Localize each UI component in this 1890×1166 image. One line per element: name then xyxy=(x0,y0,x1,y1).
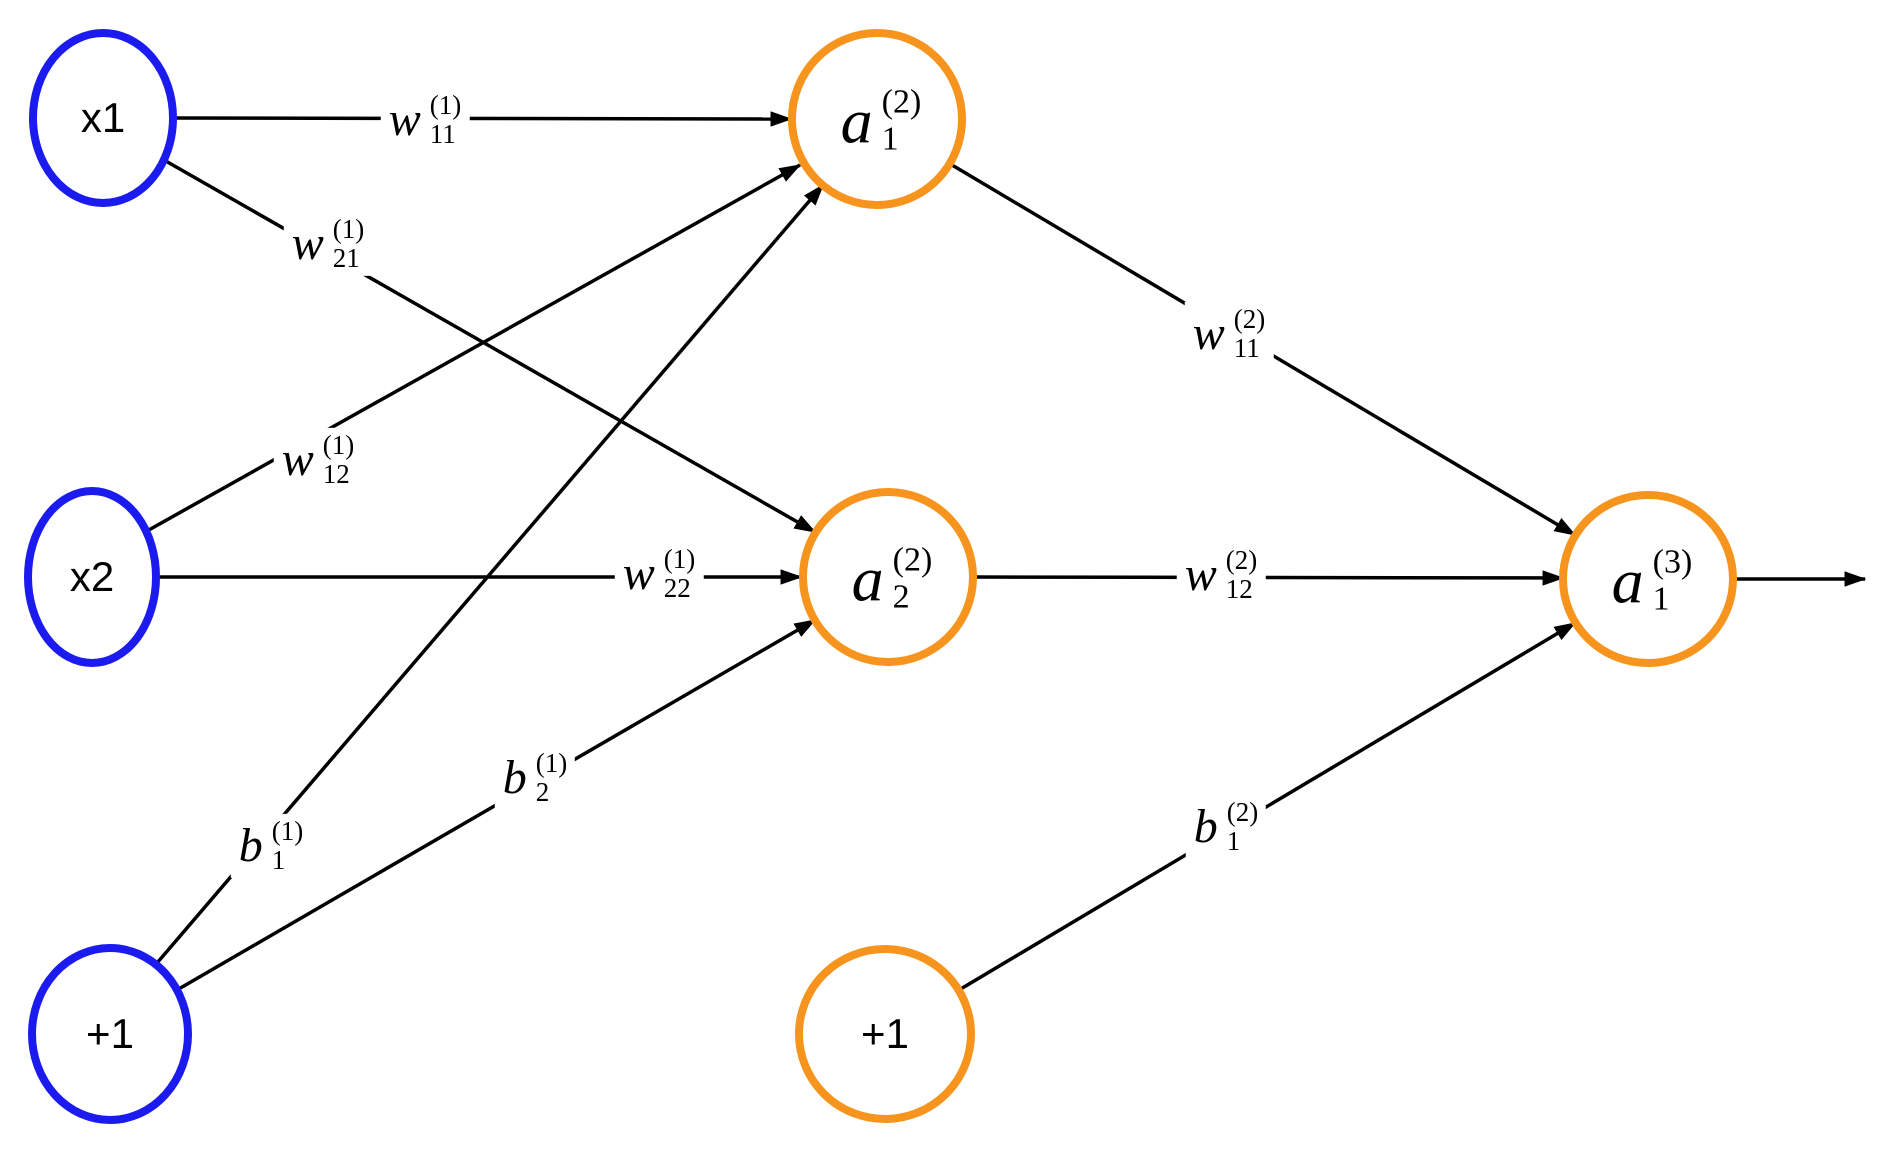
math-script-stack: (1)21 xyxy=(332,213,365,273)
math-subscript: 1 xyxy=(1226,826,1241,856)
math-subscript: 1 xyxy=(271,845,286,875)
math-superscript: (3) xyxy=(1652,543,1693,581)
edge-bias2-to-out xyxy=(958,621,1577,992)
math-subscript: 2 xyxy=(535,777,550,807)
node-x2 xyxy=(24,487,160,667)
math-superscript: (1) xyxy=(535,747,568,778)
math-letter: w xyxy=(291,217,324,270)
math-subscript: 1 xyxy=(881,120,899,157)
edge-x1-to-a2 xyxy=(163,158,817,534)
label-w2-11: w(2)11 xyxy=(1184,301,1274,367)
math-letter: w xyxy=(1184,548,1217,601)
math-subscript: 11 xyxy=(1233,333,1260,363)
label-b1-2: b(1)2 xyxy=(494,745,576,811)
node-bias-input xyxy=(28,944,192,1124)
label-w1-12: w(1)12 xyxy=(273,427,363,493)
math-script-stack: (1)11 xyxy=(429,89,462,149)
node-a1-layer2-label: a(2)1 xyxy=(841,84,922,157)
edge-a2-to-out xyxy=(972,570,1565,586)
node-x2-label: x2 xyxy=(69,553,115,600)
math-superscript: (1) xyxy=(332,213,365,244)
math-superscript: (1) xyxy=(429,89,462,120)
math-superscript: (2) xyxy=(881,83,922,121)
math-subscript: 12 xyxy=(1225,574,1253,604)
node-bias-hidden-label: +1 xyxy=(861,1010,909,1057)
math-letter: b xyxy=(502,751,527,804)
math-superscript: (1) xyxy=(271,815,304,846)
math-subscript: 22 xyxy=(663,573,691,603)
node-bias-hidden xyxy=(795,945,975,1123)
label-w1-21: w(1)21 xyxy=(283,211,373,277)
label-b1-1: b(1)1 xyxy=(230,813,312,879)
math-superscript: (2) xyxy=(1225,544,1258,575)
math-script-stack: (1)2 xyxy=(535,747,568,807)
math-subscript: 2 xyxy=(892,578,910,615)
label-w2-12: w(2)12 xyxy=(1176,542,1266,608)
edge-x2-to-a1 xyxy=(146,163,802,533)
math-script-stack: (1)22 xyxy=(663,543,696,603)
node-a1-layer3-label: a(3)1 xyxy=(1612,544,1693,617)
math-script-stack: (1)12 xyxy=(322,429,355,489)
math-letter: a xyxy=(851,543,884,614)
math-script-stack: (3)1 xyxy=(1653,544,1693,617)
math-superscript: (1) xyxy=(663,543,696,574)
math-script-stack: (1)1 xyxy=(271,815,304,875)
math-letter: w xyxy=(388,93,421,146)
label-b2-1: b(2)1 xyxy=(1185,794,1267,860)
node-a1-layer2 xyxy=(788,29,966,209)
node-x1 xyxy=(29,29,177,207)
math-letter: b xyxy=(238,819,263,872)
node-a2-layer2-label: a(2)2 xyxy=(852,542,933,615)
math-subscript: 21 xyxy=(332,243,360,273)
node-x1-label: x1 xyxy=(80,94,126,141)
math-subscript: 11 xyxy=(429,119,456,149)
math-script-stack: (2)2 xyxy=(893,542,933,615)
math-script-stack: (2)12 xyxy=(1225,544,1258,604)
math-letter: w xyxy=(622,547,655,600)
edge-x1-to-a1 xyxy=(172,111,793,127)
math-superscript: (2) xyxy=(1233,303,1266,334)
math-letter: a xyxy=(840,85,873,156)
math-superscript: (2) xyxy=(1226,796,1259,827)
label-w1-11: w(1)11 xyxy=(380,87,470,153)
label-w1-22: w(1)22 xyxy=(614,541,704,607)
math-letter: w xyxy=(1192,307,1225,360)
math-superscript: (1) xyxy=(322,429,355,460)
math-script-stack: (2)11 xyxy=(1233,303,1266,363)
math-subscript: 1 xyxy=(1652,580,1670,617)
node-a2-layer2 xyxy=(799,488,977,666)
math-script-stack: (2)1 xyxy=(882,84,922,157)
node-a1-layer3 xyxy=(1559,491,1737,667)
math-letter: b xyxy=(1193,800,1218,853)
math-letter: a xyxy=(1611,545,1644,616)
math-script-stack: (2)1 xyxy=(1226,796,1259,856)
math-letter: w xyxy=(281,433,314,486)
math-subscript: 12 xyxy=(322,459,350,489)
math-superscript: (2) xyxy=(892,541,933,579)
node-bias-input-label: +1 xyxy=(86,1010,134,1057)
